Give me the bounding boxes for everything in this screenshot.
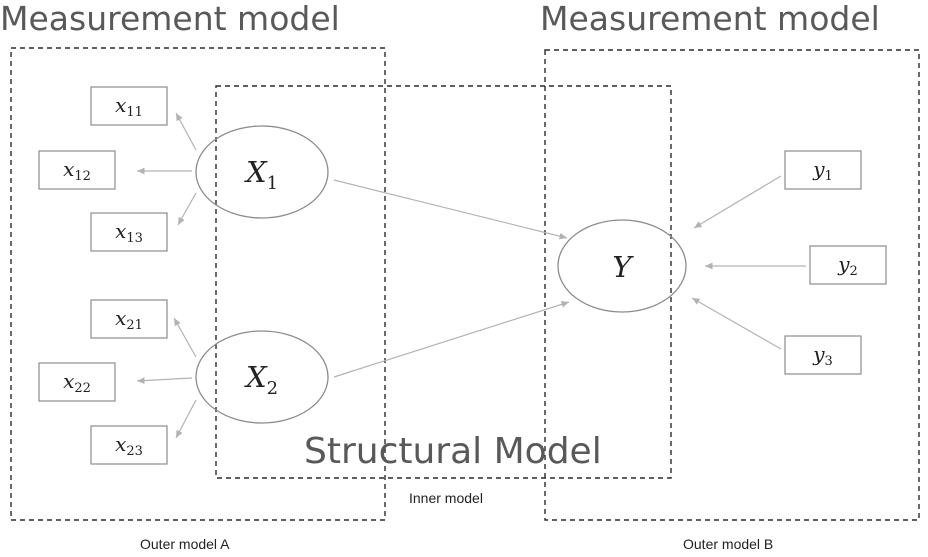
inner-model-frame [215, 85, 672, 479]
svg-text:x23: x23 [115, 432, 143, 459]
indicator-x22: x22 [38, 362, 116, 402]
latent-x2: X2 [195, 330, 329, 424]
structural-model-heading: Structural Model [304, 431, 602, 472]
svg-text:y1: y1 [812, 157, 833, 184]
indicator-x21: x21 [90, 299, 168, 339]
latent-x1: X1 [195, 125, 329, 219]
arrow-x2-y [333, 301, 570, 378]
arrow-x2-x22 [136, 377, 193, 384]
arrow-x2-x23 [175, 399, 197, 439]
svg-text:Y: Y [612, 250, 634, 284]
outer-model-b-caption: Outer model B [683, 536, 774, 552]
outer-model-a-caption: Outer model A [140, 536, 230, 552]
svg-text:y3: y3 [812, 342, 833, 369]
indicator-x13: x13 [90, 212, 168, 252]
arrow-x2-x21 [173, 317, 197, 358]
svg-text:x22: x22 [63, 369, 91, 396]
arrow-x1-y [333, 179, 568, 240]
indicator-y1: y1 [784, 150, 862, 190]
svg-text:X1: X1 [244, 155, 278, 194]
svg-text:X2: X2 [244, 360, 278, 399]
arrow-y3-y [691, 297, 782, 350]
arrow-x1-x13 [177, 192, 197, 226]
measurement-model-heading-left: Measurement model [0, 0, 340, 38]
indicator-x11: x11 [90, 86, 168, 126]
indicator-x23: x23 [90, 425, 168, 465]
inner-model-caption: Inner model [409, 490, 483, 506]
arrow-y1-y [693, 175, 782, 229]
svg-text:x12: x12 [63, 157, 91, 184]
svg-text:x13: x13 [115, 219, 143, 246]
svg-text:x21: x21 [115, 306, 143, 333]
svg-text:y2: y2 [837, 252, 858, 279]
arrow-x1-x11 [175, 112, 197, 151]
indicator-x12: x12 [38, 150, 116, 190]
outer-model-b-frame [544, 49, 920, 521]
measurement-model-heading-right: Measurement model [540, 0, 880, 38]
latent-y: Y [557, 219, 687, 313]
svg-text:x11: x11 [115, 93, 143, 120]
indicator-y3: y3 [784, 335, 862, 375]
indicator-y2: y2 [809, 245, 887, 285]
